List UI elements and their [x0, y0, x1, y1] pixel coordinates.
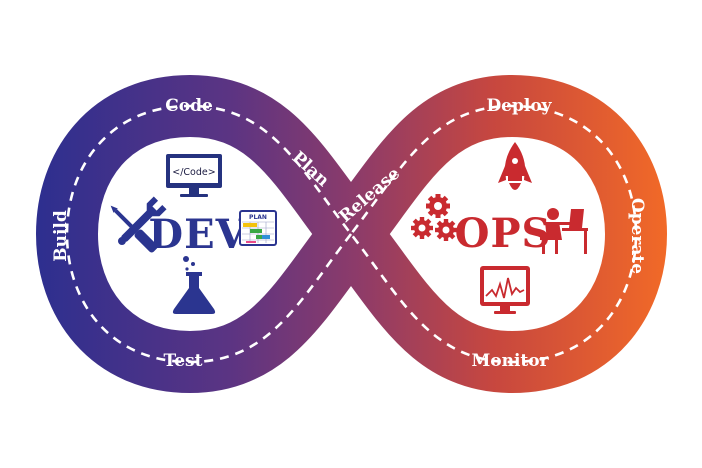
stage-label-code: Code [165, 96, 213, 116]
code-monitor-icon: </Code> [166, 154, 222, 197]
wrench-screwdriver-icon [110, 196, 167, 253]
stage-label-build: Build [51, 210, 71, 262]
rocket-icon [498, 142, 532, 190]
plan-board-icon: PLAN [239, 210, 277, 246]
code-screen-text: </Code> [172, 167, 215, 178]
stage-label-operate: Operate [627, 198, 647, 274]
dev-label: DEV [148, 211, 247, 258]
monitor-graph-icon [480, 266, 530, 314]
ops-label: OPS [455, 210, 552, 257]
gears-icon [411, 194, 457, 241]
stage-label-test: Test [164, 351, 203, 371]
stage-label-deploy: Deploy [486, 96, 552, 116]
stage-label-monitor: Monitor [471, 351, 549, 371]
operator-desk-icon [540, 208, 588, 254]
flask-icon [172, 256, 216, 314]
plan-board-text: PLAN [249, 214, 267, 221]
